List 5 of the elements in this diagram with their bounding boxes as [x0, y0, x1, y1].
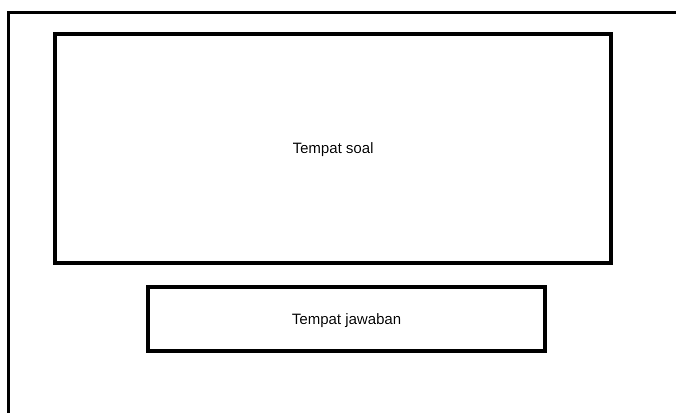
page-frame: [7, 11, 676, 413]
question-area: [53, 32, 613, 265]
area-label: Tempat jawaban: [292, 310, 402, 328]
area-label: Tempat soal: [292, 140, 374, 157]
answer-area: [146, 285, 547, 353]
